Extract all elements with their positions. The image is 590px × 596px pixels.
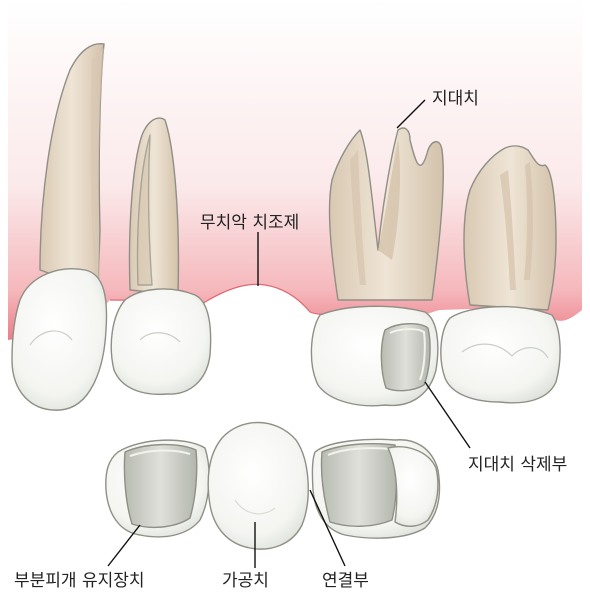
label-abutment: 지대치 <box>432 89 479 109</box>
label-edentulous-ridge: 무치악 치조제 <box>200 213 299 233</box>
retainer <box>106 440 209 537</box>
label-retainer: 부분피개 유지장치 <box>14 571 145 591</box>
label-connector: 연결부 <box>322 571 369 591</box>
label-pontic: 가공치 <box>222 571 269 591</box>
label-abutment-preparation: 지대치 삭제부 <box>468 455 567 475</box>
leader-retainer <box>108 525 140 566</box>
connector <box>312 439 439 538</box>
pontic <box>208 423 308 550</box>
